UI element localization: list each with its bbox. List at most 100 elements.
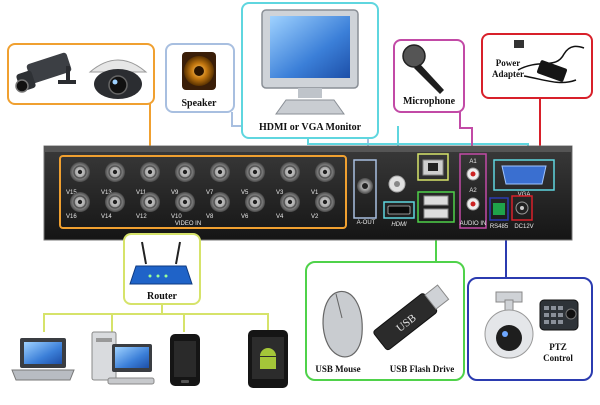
microphone-label: Microphone	[403, 96, 456, 107]
bnc-label-v15: V15	[66, 190, 77, 196]
monitor-group: HDMI or VGA Monitor	[241, 2, 379, 139]
microphone-group: Microphone	[393, 39, 465, 113]
microphone-icon	[402, 44, 444, 94]
bnc-label-v13: V13	[101, 190, 112, 196]
bnc-label-v1: V1	[311, 190, 319, 196]
laptop-icon	[11, 338, 75, 381]
dvr-chassis	[43, 145, 573, 241]
speaker-group: Speaker	[165, 43, 235, 113]
bnc-label-v9: V9	[171, 190, 179, 196]
rs485-frame	[489, 197, 509, 221]
bnc-connector-v5: V5	[241, 162, 265, 196]
ptz-camera-icon	[484, 291, 534, 359]
ptz-label-line2: Control	[543, 353, 573, 363]
bnc-connector-v8: V8	[206, 192, 230, 220]
audio-in-a2	[466, 197, 480, 211]
ptz-keyboard-icon	[539, 299, 579, 331]
network-frame	[417, 153, 449, 181]
usb-frame	[417, 191, 455, 223]
bnc-connector-v14: V14	[101, 192, 125, 220]
microphone-line	[459, 112, 473, 158]
bnc-connector-v6: V6	[241, 192, 265, 220]
a2-label: A2	[469, 188, 477, 194]
usb-port-2	[423, 208, 449, 219]
ptz-label-line1: PTZ	[549, 342, 567, 352]
dome-camera-icon	[88, 59, 148, 99]
vga-frame	[493, 159, 555, 191]
vent-grille	[388, 175, 406, 193]
a-out-frame	[353, 159, 377, 219]
bnc-connector-v16: V16	[66, 192, 90, 220]
bnc-connector-v4: V4	[276, 192, 300, 220]
bnc-label-v7: V7	[206, 190, 214, 196]
bnc-connector-v9: V9	[171, 162, 195, 196]
video-in-label: VIDEO IN	[175, 221, 201, 227]
bnc-connector-v11: V11	[136, 162, 160, 196]
smartphone-icon	[170, 334, 200, 386]
bnc-connector-v3: V3	[276, 162, 300, 196]
rs485-label: RS485	[490, 224, 509, 230]
usb-flash-drive-label: USB Flash Drive	[390, 364, 455, 374]
bnc-connector-v7: V7	[206, 162, 230, 196]
bnc-label-v10: V10	[171, 214, 182, 220]
a1-label: A1	[469, 159, 477, 165]
power-adapter-label-line2: Adapter	[492, 69, 524, 79]
speaker-label: Speaker	[182, 98, 218, 109]
bnc-connector-v13: V13	[101, 162, 125, 196]
bnc-label-v8: V8	[206, 214, 214, 220]
hdmi-label: HDMI	[391, 222, 407, 228]
router-devices-line	[43, 304, 269, 332]
bnc-connector-v1: V1	[311, 162, 335, 196]
dc12v-frame	[511, 195, 533, 221]
router-group: Router	[123, 233, 201, 305]
audio-in-a1	[466, 167, 480, 181]
usb-drive-icon: USB	[373, 284, 450, 351]
dc12v-label: DC12V	[514, 224, 533, 230]
usb-mouse-label: USB Mouse	[315, 364, 360, 374]
ptz-group: PTZ Control	[467, 277, 593, 381]
android-phone-icon	[248, 330, 288, 388]
router-label: Router	[147, 291, 178, 302]
bnc-label-v3: V3	[276, 190, 284, 196]
router-icon	[129, 241, 193, 285]
power-adapter-group: Power Adapter	[481, 33, 593, 99]
usb-port-1	[423, 195, 449, 206]
hdmi-port	[387, 205, 411, 215]
audio-in-frame	[459, 153, 487, 229]
speaker-icon	[182, 52, 216, 90]
bnc-label-v11: V11	[136, 190, 147, 196]
video-in-frame	[59, 155, 347, 229]
connector-lines	[43, 98, 541, 332]
cameras-group	[7, 43, 155, 105]
cctv-camera-icon	[15, 52, 76, 93]
desktop-pc-icon	[91, 331, 155, 385]
bnc-label-v12: V12	[136, 214, 147, 220]
power-adapter-label-line1: Power	[496, 58, 521, 68]
bnc-label-v4: V4	[276, 214, 284, 220]
bnc-label-v16: V16	[66, 214, 77, 220]
monitor-icon	[261, 9, 359, 115]
monitor-label: HDMI or VGA Monitor	[259, 122, 362, 133]
a-out-connector	[357, 178, 373, 194]
bnc-row-top: V15 V13 V11 V9 V7 V5 V3 V1	[66, 162, 335, 196]
power-adapter-icon	[514, 40, 585, 84]
dvr-rear-panel: V15 V13 V11 V9 V7 V5 V3 V1 V16 V14 V12 V10 V8 V6 V4 V2…	[43, 145, 573, 241]
audio-in-label: AUDIO IN	[460, 221, 487, 227]
bnc-connector-v15: V15	[66, 162, 90, 196]
bnc-connector-v10: V10	[171, 192, 195, 220]
bnc-label-v2: V2	[311, 214, 319, 220]
dc12v-jack	[515, 201, 529, 215]
bnc-connector-v12: V12	[136, 192, 160, 220]
mouse-icon	[322, 290, 363, 358]
bnc-label-v5: V5	[241, 190, 249, 196]
vga-label: VGA	[518, 192, 531, 198]
usb-devices-group: USB USB Mouse USB Flash Drive	[305, 261, 465, 381]
bnc-row-bottom: V16 V14 V12 V10 V8 V6 V4 V2	[66, 192, 335, 220]
rs485-terminal	[493, 203, 505, 215]
hdmi-frame	[383, 201, 415, 219]
bnc-label-v6: V6	[241, 214, 249, 220]
bnc-label-v14: V14	[101, 214, 112, 220]
vga-port	[501, 165, 547, 185]
